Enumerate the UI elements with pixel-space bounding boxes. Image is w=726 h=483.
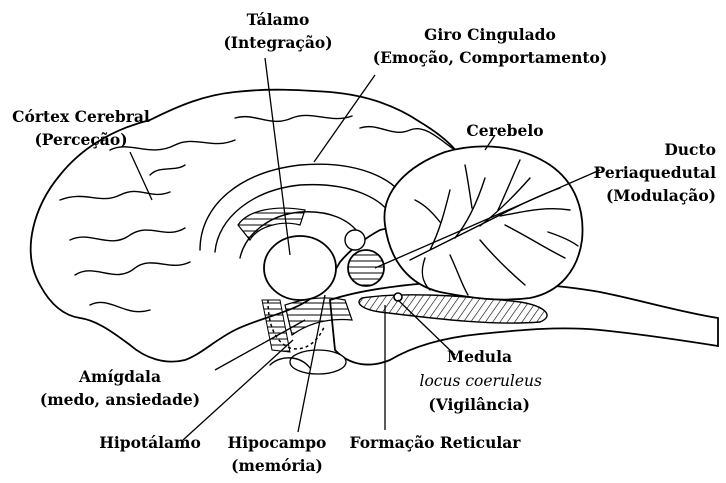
locus-coeruleus bbox=[394, 293, 402, 301]
hipotalamo-title: Hipotálamo bbox=[99, 433, 201, 452]
giro-sub: (Emoção, Comportamento) bbox=[373, 48, 607, 67]
periaqueductal-gray bbox=[348, 250, 384, 286]
ducto-line1: Ducto bbox=[664, 140, 716, 159]
talamo-title: Tálamo bbox=[247, 10, 310, 29]
giro-title: Giro Cingulado bbox=[424, 25, 556, 44]
medula-title: Medula bbox=[447, 347, 512, 366]
brain-illustration bbox=[31, 90, 718, 374]
cortex-title: Córtex Cerebral bbox=[12, 107, 150, 126]
thalamus bbox=[264, 236, 336, 300]
hipocampo-title: Hipocampo bbox=[228, 433, 327, 452]
cortex-sub: (Perceção) bbox=[34, 130, 127, 149]
amigdala-title: Amígdala bbox=[78, 367, 161, 386]
amigdala-sub: (medo, ansiedade) bbox=[40, 390, 200, 409]
cerebelo-title: Cerebelo bbox=[466, 121, 543, 140]
talamo-sub: (Integração) bbox=[223, 33, 332, 52]
medula-sub: locus coeruleus bbox=[420, 372, 543, 390]
formacao-title: Formação Reticular bbox=[350, 433, 522, 452]
medula-sub2: (Vigilância) bbox=[428, 395, 530, 414]
hipocampo-sub: (memória) bbox=[231, 456, 323, 475]
ducto-line2: Periaquedutal bbox=[594, 163, 716, 182]
ducto-line3: (Modulação) bbox=[606, 186, 716, 205]
